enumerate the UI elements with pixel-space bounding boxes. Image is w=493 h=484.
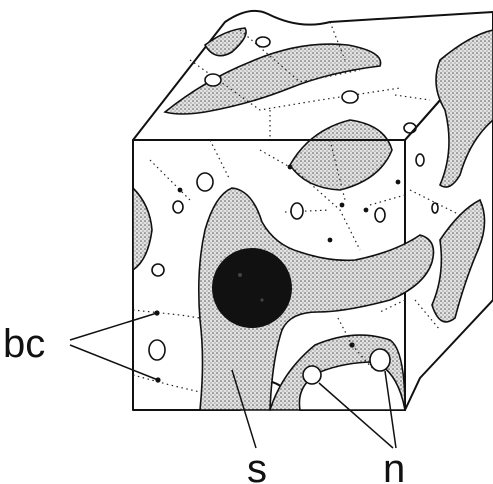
cube-front-face [133,140,434,410]
front-nucleus-2 [173,201,183,213]
front-nucleus-7 [303,366,321,384]
front-nucleus-1 [197,173,213,191]
top-nucleus-4 [404,123,416,133]
top-nucleus-1 [205,74,221,86]
s-label: s [247,447,267,484]
top-sinusoid-3 [290,120,392,190]
bc-label: bc [3,322,45,366]
right-sinusoid-2 [432,200,485,322]
n-label: n [383,447,405,484]
right-sinusoid-1 [436,30,493,187]
front-nucleus-4 [149,340,165,360]
front-nucleus-6 [375,208,385,222]
front-left-sinusoid [133,188,152,270]
dark-nucleus-mass [212,248,292,328]
bc-label-group: bc [3,313,158,380]
top-nucleus-2 [256,37,270,47]
right-nucleus-2 [432,203,438,213]
front-nucleus-3 [152,264,164,276]
top-sinusoid-2 [205,28,246,56]
front-nucleus-8 [370,349,390,371]
front-nucleus-5 [291,203,303,219]
right-nucleus-1 [416,154,424,166]
cube-right-face [405,30,493,410]
top-nucleus-3 [342,91,358,103]
